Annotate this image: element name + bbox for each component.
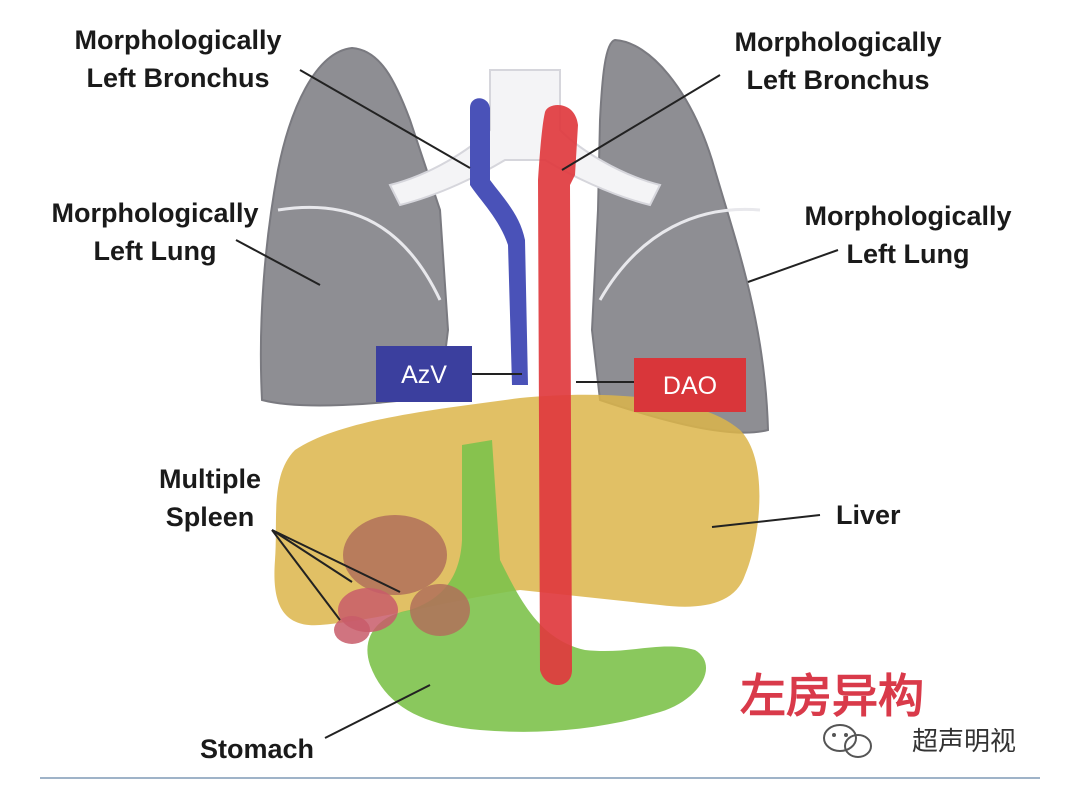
- watermark-text: 超声明视: [912, 727, 1016, 757]
- right-lung: [590, 38, 770, 434]
- wechat-icon: [823, 724, 872, 758]
- label-bronchus-right-line1: Morphologically: [734, 27, 941, 57]
- lung-right-leader: [747, 249, 839, 283]
- dao-tag: [634, 358, 746, 412]
- spleen-leader-2: [271, 529, 353, 583]
- right-lung-fissure: [598, 207, 761, 301]
- left-lung-fissure: [277, 205, 442, 301]
- label-lung-left-line1: Morphologically: [51, 198, 258, 228]
- liver-leader: [711, 514, 821, 528]
- spleen-leader-3: [271, 529, 341, 621]
- label-lung-right-line1: Morphologically: [804, 201, 1011, 231]
- bronchus-right-leader: [561, 74, 721, 171]
- multiple-spleen: [334, 515, 470, 644]
- stomach: [367, 440, 707, 732]
- label-bronchus-right-line2: Left Bronchus: [746, 65, 929, 95]
- caption-cn: 左房异构: [740, 669, 924, 723]
- azv-tag-text: AzV: [401, 361, 447, 389]
- label-liver: Liver: [836, 500, 901, 530]
- bronchus-left-leader: [299, 69, 471, 169]
- label-lung-right-line2: Left Lung: [847, 239, 970, 269]
- watermark: 超声明视: [823, 724, 1016, 758]
- label-spleen-line1: Multiple: [159, 464, 261, 494]
- label-bronchus-left-line2: Left Bronchus: [86, 63, 269, 93]
- spleen-leader-1: [271, 529, 401, 593]
- left-lung: [259, 46, 450, 407]
- liver: [274, 394, 760, 626]
- descending-aorta: [538, 105, 578, 686]
- lung-left-leader: [235, 239, 321, 286]
- label-bronchus-left-line1: Morphologically: [74, 25, 281, 55]
- label-stomach: Stomach: [200, 734, 314, 764]
- label-lung-left-line2: Left Lung: [94, 236, 217, 266]
- azygos-vein: [470, 98, 528, 385]
- azv-tag: [376, 346, 472, 402]
- label-spleen-line2: Spleen: [166, 502, 255, 532]
- stomach-leader: [324, 684, 431, 739]
- dao-tag-text: DAO: [663, 372, 717, 400]
